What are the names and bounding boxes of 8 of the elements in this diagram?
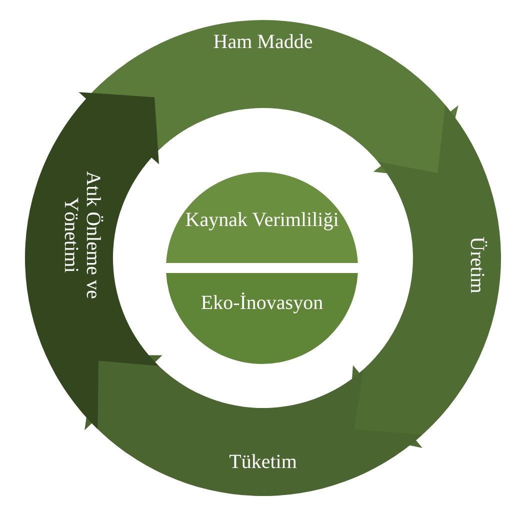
segment-label: Üretim — [466, 236, 488, 294]
arrow-segment — [84, 355, 422, 496]
segment-label: Tüketim — [229, 451, 297, 473]
segment-label: Eko-İnovasyon — [200, 292, 324, 314]
arrow-segment — [25, 92, 159, 430]
segment-label: Kaynak Verimliliği — [185, 209, 339, 231]
segment-label: Ham Madde — [213, 31, 313, 53]
segment-label: Atık Önleme ve Yönetimi — [60, 170, 104, 301]
